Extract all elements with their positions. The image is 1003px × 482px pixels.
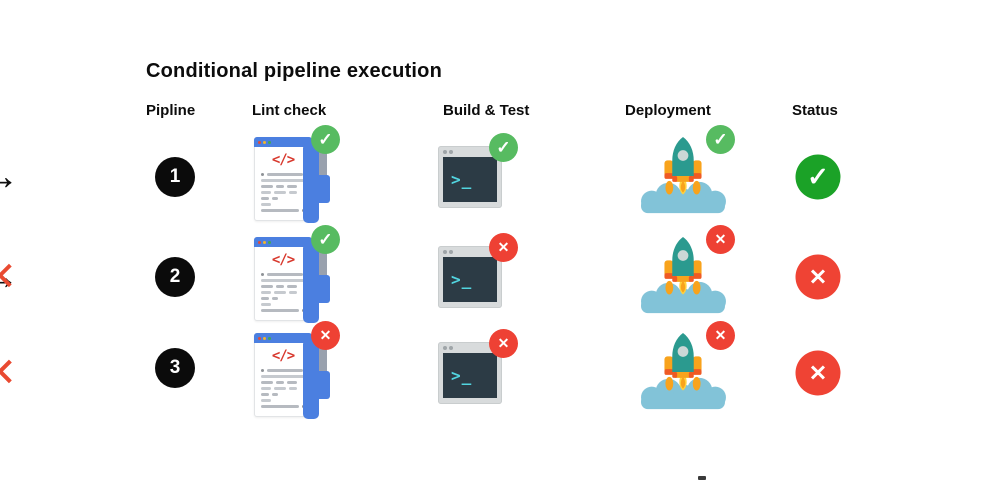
window-dot-green [268,336,271,340]
pipeline-row-1: 1 </> [0,125,1003,227]
doc-ribbon [303,143,319,223]
stray-mark [698,476,706,480]
rocket-launch-icon [639,125,735,219]
lint-result-badge [311,321,340,350]
status-badge [795,350,841,396]
pipeline-row-2: 2 </> [0,225,1003,327]
doc-tab-shape [316,175,330,203]
deploy-result-badge [706,225,735,254]
terminal-prompt: >_ [451,170,473,189]
doc-titlebar [254,137,312,147]
lint-result-badge [311,125,340,154]
terminal-dot [443,250,447,254]
window-dot-red [258,140,261,144]
code-glyph: </> [271,348,295,364]
window-dot-red [258,240,261,244]
pipeline-number-badge: 1 [155,157,195,197]
pipeline-row-3: 3 </> [0,321,1003,423]
build-result-badge [489,329,518,358]
rocket-launch-icon [639,321,735,415]
doc-ribbon [303,339,319,419]
deploy-result-badge [706,125,735,154]
terminal-dot [443,150,447,154]
lint-result-badge [311,225,340,254]
pipeline-number-badge: 2 [155,257,195,297]
pipeline-number-badge: 3 [155,348,195,388]
window-dot-yellow [263,140,266,144]
connector-build-to-deploy [0,257,17,297]
doc-text-lines [255,168,311,212]
doc-body: </> [254,137,312,221]
connector-build-to-deploy [0,158,19,196]
doc-ribbon [303,243,319,323]
terminal-icon: >_ [438,233,518,308]
terminal-dot [443,346,447,350]
status-badge [795,154,841,200]
terminal-screen: >_ [443,353,497,398]
code-document-icon: </> [252,321,340,421]
doc-tab-shape [316,371,330,399]
column-header-deployment: Deployment [625,102,711,119]
connector-build-to-deploy [0,353,17,393]
doc-tab-shape [316,275,330,303]
terminal-prompt: >_ [451,366,473,385]
terminal-prompt: >_ [451,270,473,289]
window-dot-yellow [263,336,266,340]
terminal-icon: >_ [438,133,518,208]
rocket-launch-icon [639,225,735,319]
doc-titlebar [254,237,312,247]
terminal-dot [449,250,453,254]
terminal-dot [449,150,453,154]
code-glyph: </> [271,252,295,268]
terminal-dot [449,346,453,350]
column-header-build-test: Build & Test [443,102,530,119]
window-dot-green [268,140,271,144]
doc-titlebar [254,333,312,343]
deploy-result-badge [706,321,735,350]
column-header-status: Status [792,102,838,119]
status-badge [795,254,841,300]
doc-body: </> [254,333,312,417]
window-dot-red [258,336,261,340]
column-header-pipeline: Pipline [146,102,196,119]
code-document-icon: </> [252,225,340,325]
build-result-badge [489,233,518,262]
terminal-icon: >_ [438,329,518,404]
window-dot-green [268,240,271,244]
page-title: Conditional pipeline execution [146,60,443,82]
terminal-screen: >_ [443,257,497,302]
code-glyph: </> [271,152,295,168]
code-document-icon: </> [252,125,340,225]
doc-text-lines [255,364,311,408]
column-header-lint-check: Lint check [252,102,327,119]
window-dot-yellow [263,240,266,244]
terminal-screen: >_ [443,157,497,202]
build-result-badge [489,133,518,162]
